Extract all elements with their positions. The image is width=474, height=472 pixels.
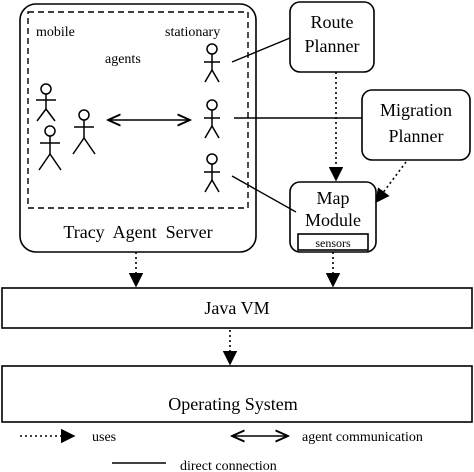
operating-system-label: Operating System (168, 394, 297, 414)
map-module-line2: Module (305, 210, 361, 230)
stationary-agent-3 (204, 153, 220, 193)
route-planner-line1: Route (311, 12, 354, 32)
direct-connection-map-module (231, 175, 297, 213)
mobile-agent-2 (72, 109, 96, 155)
route-planner-line2: Planner (305, 36, 360, 56)
stationary-agent-2 (204, 99, 220, 139)
legend-agent-communication-label: agent communication (302, 430, 423, 445)
label-mobile: mobile (36, 25, 75, 40)
route-planner-box: Route Planner (289, 1, 375, 73)
java-vm-label: Java VM (204, 298, 269, 318)
migration-planner-line2: Planner (389, 126, 444, 146)
direct-connection-route-planner (231, 37, 291, 63)
label-stationary: stationary (165, 25, 220, 40)
mobile-agent-3 (38, 125, 62, 171)
label-tracy-server: Tracy Agent Server (63, 222, 212, 242)
operating-system-box: Operating System (1, 365, 473, 423)
map-module-box: Map Module sensors (289, 181, 377, 253)
stationary-agent-1 (204, 43, 220, 83)
label-agents: agents (105, 52, 141, 67)
legend-uses-label: uses (92, 430, 116, 445)
map-module-line1: Map (317, 188, 350, 208)
legend: uses agent communication direct connecti… (20, 428, 423, 472)
legend-direct-connection-label: direct connection (180, 459, 277, 472)
migration-planner-line1: Migration (380, 100, 452, 120)
mobile-agent-1 (36, 83, 56, 122)
java-vm-box: Java VM (1, 287, 473, 329)
migration-planner-box: Migration Planner (361, 89, 471, 161)
tracy-agent-server: mobile agents stationary Tracy Agent Ser… (19, 3, 257, 253)
sensors-label: sensors (315, 236, 351, 250)
uses-migration-to-map (375, 161, 407, 204)
sensors-box (297, 233, 369, 251)
